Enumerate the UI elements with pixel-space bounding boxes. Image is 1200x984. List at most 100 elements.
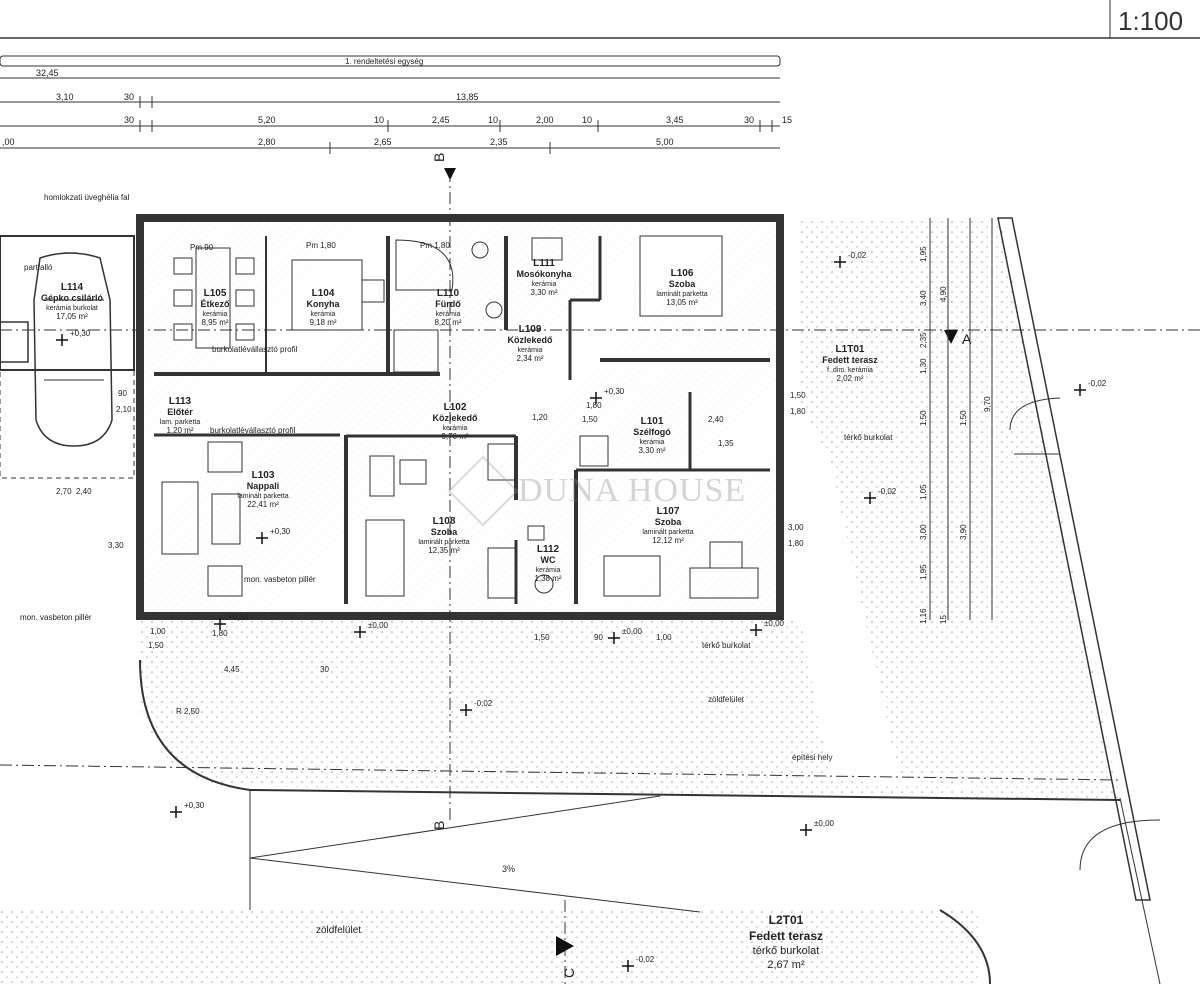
room-area: 13,05 m² [666, 298, 698, 307]
terrace2-floor: térkő burkolat [753, 945, 820, 957]
dim-label-vertical: 3,00 [919, 524, 928, 540]
note-pm-2: Pm 1,80 [306, 241, 336, 250]
dim-label-vertical: 1,50 [959, 410, 968, 426]
dim-label: 1,00 [656, 633, 672, 642]
dim-row3-1: 5,20 [258, 115, 276, 125]
room-area: 8,95 m² [201, 318, 228, 327]
room-name: WC [541, 555, 556, 565]
level-marker: +0,30 [590, 387, 625, 404]
dim-label: 1,20 [532, 413, 548, 422]
room-name: Szoba [669, 279, 696, 289]
dim-label: 2,40 [708, 415, 724, 424]
section-b-top: B [431, 153, 447, 162]
room-code: L109 [519, 324, 542, 335]
room-floor: kerámia [640, 439, 665, 446]
level-marker: ±0,00 [800, 819, 835, 836]
dim-label: 1,35 [718, 439, 734, 448]
level-value: +0,30 [270, 527, 291, 536]
note-pm-1: Pm 90 [190, 243, 214, 252]
room-code: L111 [533, 258, 555, 269]
dim-label: 1,80 [788, 539, 804, 548]
dim-row2-0: 3,10 [56, 92, 74, 102]
dim-label-vertical: 9,70 [983, 396, 992, 412]
dim-label: 1,50 [148, 641, 164, 650]
room-code: L105 [204, 288, 227, 299]
room-name: Előtér [167, 407, 193, 417]
level-marker: -0,02 [834, 251, 867, 268]
section-c-bottom: C [561, 968, 577, 978]
room-floor: kerámia [532, 281, 557, 288]
room-name: Gépko csilárló [41, 293, 104, 303]
section-a-right: A [962, 331, 972, 347]
room-code: L114 [61, 282, 84, 293]
dim-total: 32,45 [36, 68, 59, 78]
curb-curve [139, 659, 1121, 801]
dim-label: 90 [118, 389, 127, 398]
level-value: +0,30 [228, 613, 249, 622]
drawing-scale: 1:100 [1118, 6, 1184, 36]
room-code: L112 [537, 544, 560, 555]
room-floor: laminált parketta [418, 539, 469, 546]
room-area: 12,12 m² [652, 536, 684, 545]
room-code: L1T01 [836, 344, 865, 355]
room-floor: kerámia [443, 425, 468, 432]
room-code: L104 [312, 288, 335, 299]
dim-label: 1,80 [586, 401, 602, 410]
room-floor: lam. parketta [160, 419, 201, 426]
unit-label: 1. rendeltetési egység [345, 57, 423, 66]
level-value: -0,02 [1088, 379, 1107, 388]
level-value: +0,30 [184, 801, 205, 810]
dim-label-vertical: 1,05 [919, 484, 928, 500]
level-value: ±0,00 [764, 619, 785, 628]
dim-row3-7: 3,45 [666, 115, 684, 125]
level-value: -0,02 [474, 699, 493, 708]
note-slope: 3% [502, 864, 515, 874]
room-code: L106 [671, 268, 694, 279]
room-code: L107 [657, 506, 680, 517]
level-marker: +0,30 [170, 801, 205, 818]
dim-label-vertical: 3,40 [919, 290, 928, 306]
level-value: ±0,00 [622, 627, 643, 636]
room-area: 12,35 m² [428, 546, 460, 555]
dim-label: 1,80 [790, 407, 806, 416]
dim-label: 1,50 [582, 415, 598, 424]
level-value: ±0,00 [814, 819, 835, 828]
room-area: 3,30 m² [530, 288, 557, 297]
dim-row4-4: 5,00 [656, 137, 674, 147]
room-area: 17,05 m² [56, 312, 88, 321]
dim-label: 3,30 [108, 541, 124, 550]
misc-dimensions: 1,80 1,50 2,40 1,20 1,35 2,10 90 4,45 30 1,00 1,50… [56, 389, 806, 674]
dim-label-vertical: 1,16 [919, 608, 928, 624]
dim-label: 4,45 [224, 665, 240, 674]
room-area: 2,34 m² [516, 354, 543, 363]
dim-label: 2,70 [56, 487, 72, 496]
room-code: L103 [252, 470, 275, 481]
note-pm-3: Pm 1,80 [420, 241, 450, 250]
room-area: 9,18 m² [309, 318, 336, 327]
section-c-arrow [556, 936, 574, 956]
room-area: 2,02 m² [836, 374, 863, 383]
dim-label: 30 [320, 665, 329, 674]
dim-label: 2,40 [76, 487, 92, 496]
note-green-1: zöldfelület [708, 695, 745, 704]
terrace-l2t01: L2T01 Fedett terasz térkő burkolat 2,67 … [749, 913, 823, 971]
dim-row4-3: 2,35 [490, 137, 508, 147]
note-pillar-2: mon. vasbeton pillér [20, 613, 92, 622]
dim-label-vertical: 1,95 [919, 246, 928, 262]
dim-label-vertical: 4,90 [939, 286, 948, 302]
watermark-text: DUNA HOUSE [518, 472, 747, 509]
building-walls [136, 214, 784, 620]
dim-label: 2,10 [116, 405, 132, 414]
top-dimension-lines [0, 55, 781, 149]
room-name: Mosókonyha [516, 269, 572, 279]
terrace2-area: 2,67 m² [767, 959, 805, 971]
note-build: építési hely [792, 753, 832, 762]
note-partition-2: burkolatlévállasztó profil [210, 426, 296, 435]
level-value: -0,02 [848, 251, 867, 260]
room-area: 22,41 m² [247, 500, 279, 509]
watermark-logo: DUNA HOUSE [447, 455, 758, 527]
section-b-bottom: B [431, 821, 447, 830]
room-area: 8,20 m² [434, 318, 461, 327]
right-dimension-lines [929, 218, 993, 620]
